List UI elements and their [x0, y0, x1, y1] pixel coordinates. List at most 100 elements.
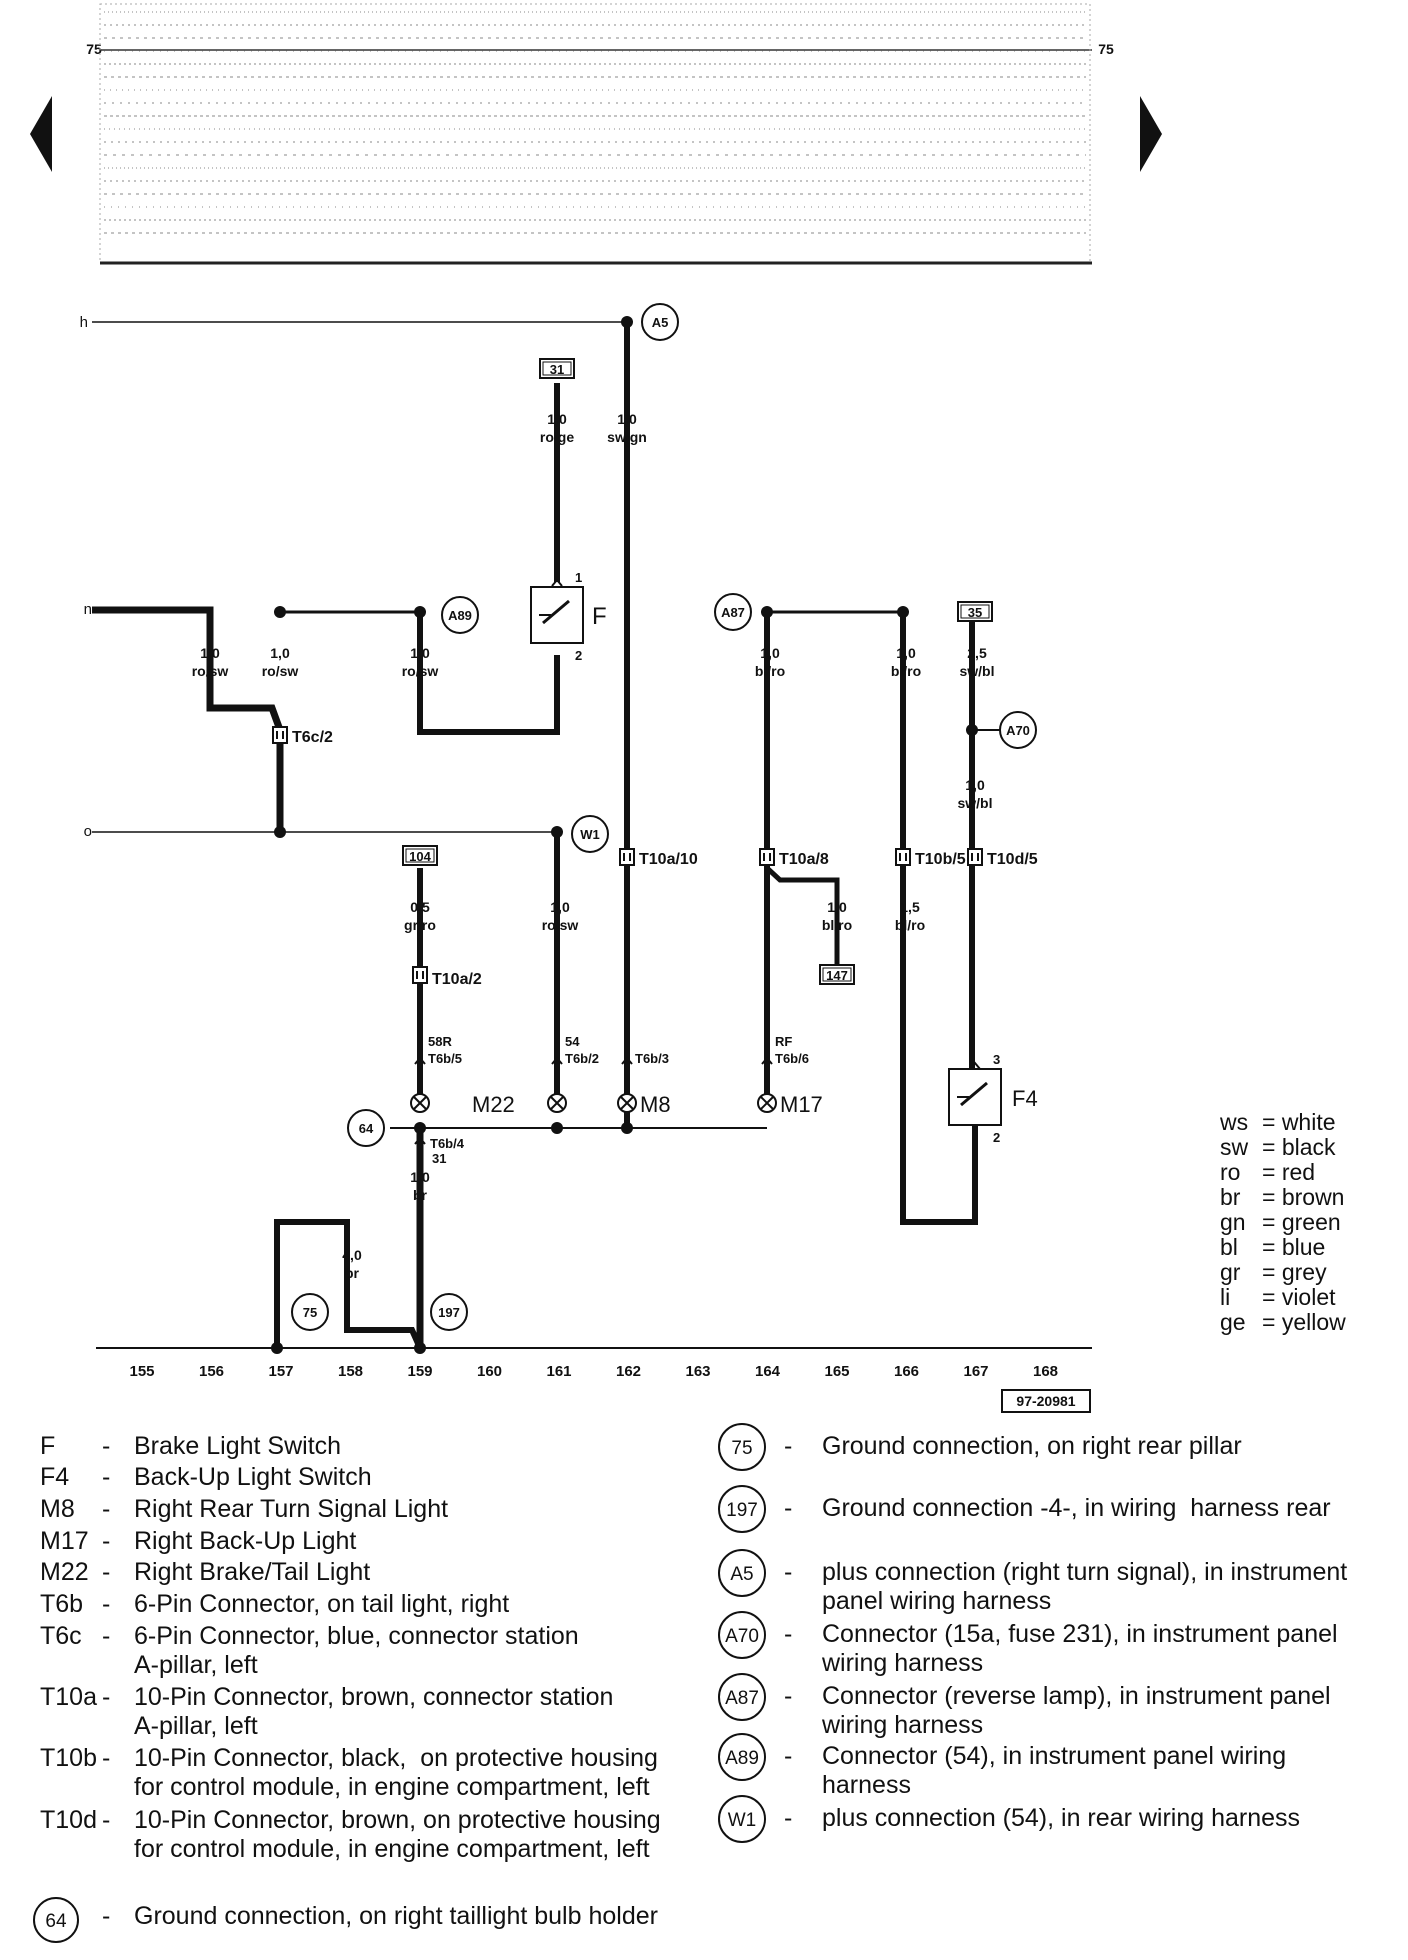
legend-desc: 10-Pin Connector, brown, on protective h… — [134, 1806, 661, 1863]
legend-dash: - — [784, 1742, 793, 1770]
legend-dash: - — [102, 1558, 111, 1586]
wire-color-label: bl/ro — [755, 663, 785, 679]
color-key-row: gr= grey — [1220, 1260, 1346, 1285]
connection-circle — [441, 596, 479, 634]
legend-desc: Ground connection, on right rear pillar — [822, 1432, 1242, 1460]
reference-box — [402, 845, 438, 866]
diagram-id-box — [1001, 1389, 1091, 1413]
legend-dash: - — [784, 1804, 793, 1832]
column-number: 161 — [546, 1363, 571, 1380]
color-key-abbr: sw — [1220, 1134, 1249, 1160]
legend-code: M22 — [40, 1558, 89, 1586]
lamp-filament-icon — [550, 1096, 564, 1110]
column-number: 160 — [477, 1363, 502, 1380]
column-number: 165 — [824, 1363, 849, 1380]
lamp-filament-icon — [760, 1096, 774, 1110]
wire-g75 — [274, 1219, 423, 1350]
legend-dash: - — [784, 1494, 793, 1522]
junction-dot — [621, 1122, 633, 1134]
legend-dash: - — [102, 1622, 111, 1650]
color-key-abbr: ge — [1220, 1309, 1246, 1335]
legend-desc: Connector (54), in instrument panel wiri… — [822, 1742, 1287, 1799]
wire-color-label: bl/ro — [891, 663, 921, 679]
component-label-m17: M17 — [780, 1092, 823, 1117]
reference-box-inner — [822, 967, 852, 982]
connector-function-label: RF — [775, 1034, 792, 1049]
wire-size-label: 1,0 — [760, 645, 780, 661]
legend-desc: 10-Pin Connector, brown, connector stati… — [134, 1683, 614, 1740]
legend-desc: 6-Pin Connector, on tail light, right — [134, 1590, 510, 1618]
pin-arrow-icon — [551, 578, 563, 587]
connector-plug-icon — [619, 848, 635, 866]
reference-number: 147 — [826, 968, 848, 983]
badge-code: A70 — [725, 1626, 759, 1647]
color-key-abbr: bl — [1220, 1234, 1238, 1260]
color-key-abbr: li — [1220, 1284, 1231, 1310]
reference-number: 104 — [409, 849, 431, 864]
column-number: 168 — [1033, 1363, 1058, 1380]
wire-t10b-f4 — [900, 612, 978, 1225]
legend-badge: A87 — [718, 1673, 766, 1721]
connection-circle — [291, 1293, 329, 1331]
switch-contact-icon — [542, 599, 570, 625]
badge-circle — [718, 1485, 766, 1533]
color-key-row: sw= black — [1220, 1135, 1346, 1160]
legend-desc: Ground connection, on right taillight bu… — [134, 1902, 658, 1930]
color-key-name: = green — [1262, 1209, 1341, 1235]
color-key-name: = blue — [1262, 1234, 1326, 1260]
legend-desc: Back-Up Light Switch — [134, 1463, 372, 1491]
column-number: 167 — [963, 1363, 988, 1380]
legend-dash: - — [102, 1683, 111, 1711]
connector-function-label: 31 — [432, 1151, 446, 1166]
junction-dot — [414, 1122, 426, 1134]
wire-color-label: br — [413, 1187, 428, 1203]
legend-code: F4 — [40, 1463, 70, 1491]
connector-label: T10a/2 — [432, 971, 482, 988]
color-key-name: = brown — [1262, 1184, 1345, 1210]
reference-box — [819, 964, 855, 985]
wire-color-label: sw/bl — [957, 795, 992, 811]
legend-dash: - — [784, 1432, 793, 1460]
color-key-row: bl = blue — [1220, 1235, 1346, 1260]
connection-circle — [430, 1293, 468, 1331]
connector-function-label: 54 — [565, 1034, 580, 1049]
legend-desc: 6-Pin Connector, blue, connector station… — [134, 1622, 579, 1679]
legend-code: T10d — [40, 1806, 97, 1834]
wire-size-label: 1,0 — [617, 411, 637, 427]
legend-code: F — [40, 1432, 56, 1460]
wire-t10a8-147 — [765, 866, 840, 968]
legend-dash: - — [102, 1744, 111, 1772]
badge-circle — [718, 1611, 766, 1659]
legend-badge: A5 — [718, 1549, 766, 1597]
header-frame — [99, 3, 1091, 263]
junction-dot — [271, 1342, 283, 1354]
legend-badge: W1 — [718, 1795, 766, 1843]
legend-badge: 197 — [718, 1485, 766, 1533]
legend-badge: A70 — [718, 1611, 766, 1659]
color-key-abbr: br — [1220, 1184, 1241, 1210]
wire-color-label: gr/ro — [404, 917, 436, 933]
wire-color-label: ro/sw — [402, 663, 439, 679]
junction-dot — [761, 606, 773, 618]
connection-circle-label: 64 — [359, 1121, 374, 1136]
legend-desc: Connector (reverse lamp), in instrument … — [822, 1682, 1331, 1739]
legend-ground-64-badge: 64 — [33, 1897, 79, 1943]
lamp-filament-icon — [413, 1096, 427, 1110]
wire-size-label: 1,0 — [550, 899, 570, 915]
pin-arrow-icon — [414, 1136, 426, 1145]
legend-code: T10b — [40, 1744, 97, 1772]
color-key-name: = yellow — [1262, 1309, 1346, 1335]
legend-dash: - — [102, 1527, 111, 1555]
badge-circle — [718, 1733, 766, 1781]
badge-circle — [718, 1549, 766, 1597]
wire-color-label: sw/bl — [959, 663, 994, 679]
badge-code: W1 — [728, 1810, 757, 1831]
connection-circle — [641, 303, 679, 341]
wire-size-label: 1,0 — [410, 645, 430, 661]
wire-color-label: ro/ge — [540, 429, 574, 445]
connection-circle-label: A70 — [1006, 723, 1030, 738]
wire-color-label: ro/sw — [542, 917, 579, 933]
